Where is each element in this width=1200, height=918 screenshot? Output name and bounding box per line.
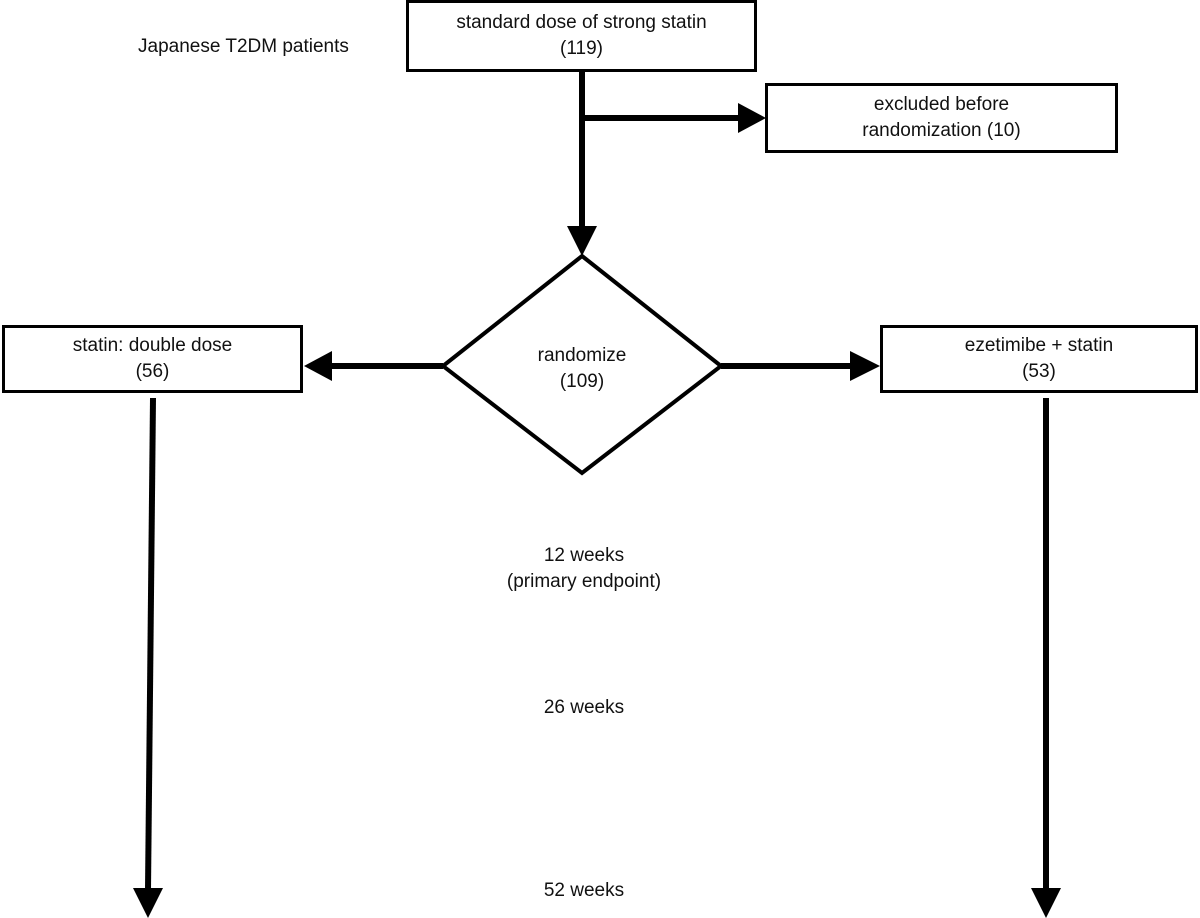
timeline-left-arm <box>145 397 156 891</box>
timepoint-12-weeks: 12 weeks (primary endpoint) <box>434 543 734 595</box>
arrowhead-to-left-arm <box>304 351 332 381</box>
arm-left-box: statin: double dose (56) <box>2 325 303 393</box>
population-label: Japanese T2DM patients <box>138 36 349 57</box>
excluded-line2: randomization (10) <box>862 120 1021 141</box>
randomize-title: randomize <box>537 345 627 366</box>
excluded-box: excluded before randomization (10) <box>765 83 1118 153</box>
screening-box: standard dose of strong statin (119) <box>406 0 757 72</box>
arm-right-count: (53) <box>1022 361 1056 382</box>
arrowhead-to-randomize <box>567 226 597 256</box>
arm-left-count: (56) <box>135 361 170 382</box>
arm-right-title: ezetimibe + statin <box>964 335 1114 356</box>
excluded-line1: excluded before <box>873 94 1010 115</box>
randomize-count: (109) <box>559 371 605 392</box>
timeline-right-arrowhead <box>1031 888 1061 918</box>
arrowhead-to-excluded <box>738 103 766 133</box>
arrowhead-to-right-arm <box>850 351 880 381</box>
screening-count: (119) <box>560 38 603 59</box>
randomize-label: randomize (109) <box>482 343 682 395</box>
arm-left-title: statin: double dose <box>72 335 233 356</box>
timepoint-12-note: (primary endpoint) <box>506 571 662 592</box>
arm-right-box: ezetimibe + statin (53) <box>880 325 1198 393</box>
timepoint-52-weeks: 52 weeks <box>543 880 625 901</box>
timepoint-12-label: 12 weeks <box>543 545 625 566</box>
screening-title: standard dose of strong statin <box>456 12 707 33</box>
timepoint-26-weeks: 26 weeks <box>543 697 625 718</box>
randomize-diamond <box>439 253 725 476</box>
timeline-left-arrowhead <box>133 888 163 918</box>
